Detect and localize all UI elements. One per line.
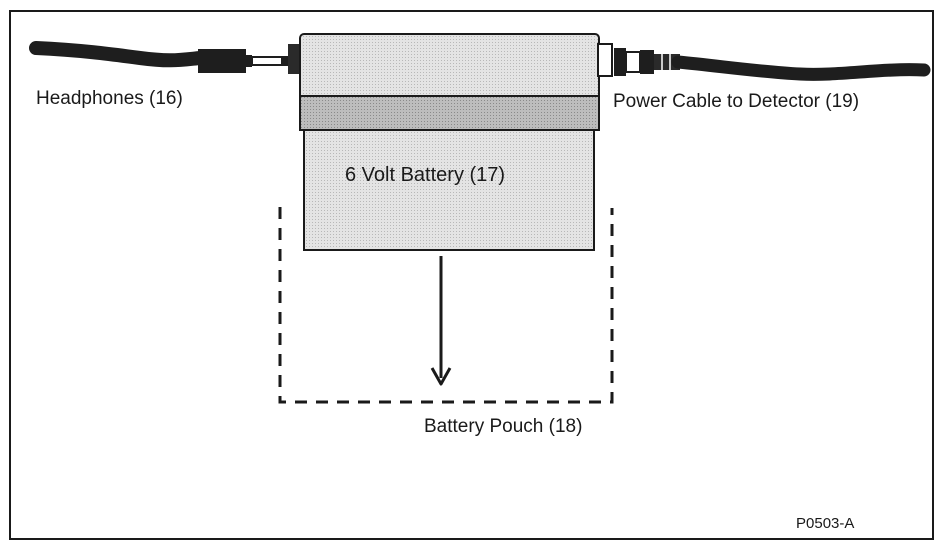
- battery-body: [303, 129, 595, 251]
- power-socket: [597, 43, 613, 77]
- bnc-connector-icon: [614, 48, 680, 76]
- figure-frame: [9, 10, 934, 540]
- headphone-socket: [288, 44, 302, 74]
- headphone-cable: [29, 41, 207, 68]
- headphone-jack-icon: [198, 49, 288, 73]
- headphones-label: Headphones (16): [36, 88, 183, 109]
- power-cable-label: Power Cable to Detector (19): [613, 91, 860, 112]
- power-cable: [671, 55, 931, 81]
- figure-id: P0503-A: [796, 515, 855, 532]
- battery-label: 6 Volt Battery (17): [345, 164, 506, 186]
- battery-band: [299, 95, 600, 131]
- battery-pouch-label: Battery Pouch (18): [424, 416, 583, 437]
- battery-pouch-outline: [278, 207, 614, 404]
- arrow-down-icon: [430, 256, 452, 386]
